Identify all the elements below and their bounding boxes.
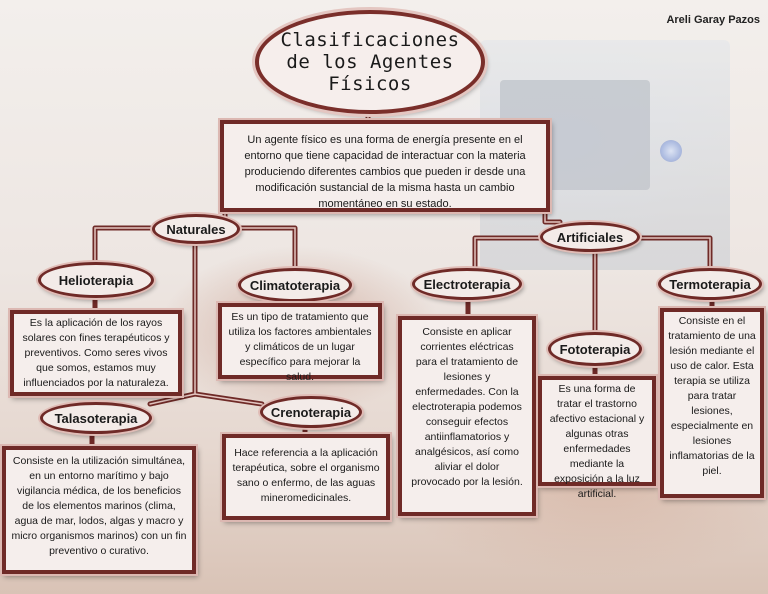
- crenoterapia-text: Hace referencia a la aplicación terapéut…: [232, 447, 380, 504]
- category-naturales-label: Naturales: [166, 221, 226, 237]
- term-fototerapia: Fototerapia: [548, 332, 642, 366]
- helioterapia-label: Helioterapia: [58, 272, 134, 288]
- talasoterapia-label: Talasoterapia: [54, 410, 138, 426]
- climatoterapia-text: Es un tipo de tratamiento que utiliza lo…: [228, 311, 372, 383]
- crenoterapia-box: Hace referencia a la aplicación terapéut…: [222, 434, 390, 520]
- term-crenoterapia: Crenoterapia: [260, 396, 362, 428]
- electroterapia-box: Consiste en aplicar corrientes eléctrica…: [398, 316, 536, 516]
- electroterapia-label: Electroterapia: [423, 276, 511, 292]
- termoterapia-label: Termoterapia: [669, 276, 751, 292]
- helioterapia-box: Es la aplicación de los rayos solares co…: [10, 310, 182, 396]
- fototerapia-text: Es una forma de tratar el trastorno afec…: [549, 383, 645, 500]
- category-artificiales: Artificiales: [540, 222, 640, 252]
- connector-naturales-climatoterapia: [237, 225, 298, 273]
- connector-artificiales-termoterapia: [635, 235, 713, 273]
- crenoterapia-label: Crenoterapia: [270, 404, 352, 420]
- category-artificiales-label: Artificiales: [556, 229, 624, 245]
- page-title: Clasificaciones de los Agentes Físicos: [280, 29, 460, 95]
- definition-box: Un agente físico es una forma de energía…: [220, 120, 550, 212]
- term-helioterapia: Helioterapia: [38, 262, 154, 298]
- connector-artificiales-electroterapia: [472, 235, 551, 271]
- helioterapia-text: Es la aplicación de los rayos solares co…: [22, 317, 170, 389]
- device-light: [660, 140, 682, 162]
- termoterapia-box: Consiste en el tratamiento de una lesión…: [660, 308, 764, 498]
- definition-text: Un agente físico es una forma de energía…: [244, 134, 526, 210]
- title-bubble: Clasificaciones de los Agentes Físicos: [255, 10, 485, 114]
- medical-device-backdrop: [480, 40, 730, 270]
- climatoterapia-label: Climatoterapia: [249, 277, 341, 293]
- fototerapia-label: Fototerapia: [559, 341, 631, 357]
- talasoterapia-box: Consiste en la utilización simultánea, e…: [2, 446, 196, 574]
- fototerapia-box: Es una forma de tratar el trastorno afec…: [538, 376, 656, 500]
- term-electroterapia: Electroterapia: [412, 268, 522, 300]
- connector-naturales-helioterapia: [92, 225, 161, 267]
- category-naturales: Naturales: [152, 214, 240, 244]
- term-termoterapia: Termoterapia: [658, 268, 762, 300]
- electroterapia-text: Consiste en aplicar corrientes eléctrica…: [411, 326, 523, 488]
- talasoterapia-text: Consiste en la utilización simultánea, e…: [11, 455, 187, 557]
- climatoterapia-box: Es un tipo de tratamiento que utiliza lo…: [218, 303, 382, 383]
- termoterapia-text: Consiste en el tratamiento de una lesión…: [668, 315, 756, 477]
- term-talasoterapia: Talasoterapia: [40, 402, 152, 434]
- term-climatoterapia: Climatoterapia: [238, 268, 352, 302]
- author-name: Areli Garay Pazos: [666, 14, 760, 26]
